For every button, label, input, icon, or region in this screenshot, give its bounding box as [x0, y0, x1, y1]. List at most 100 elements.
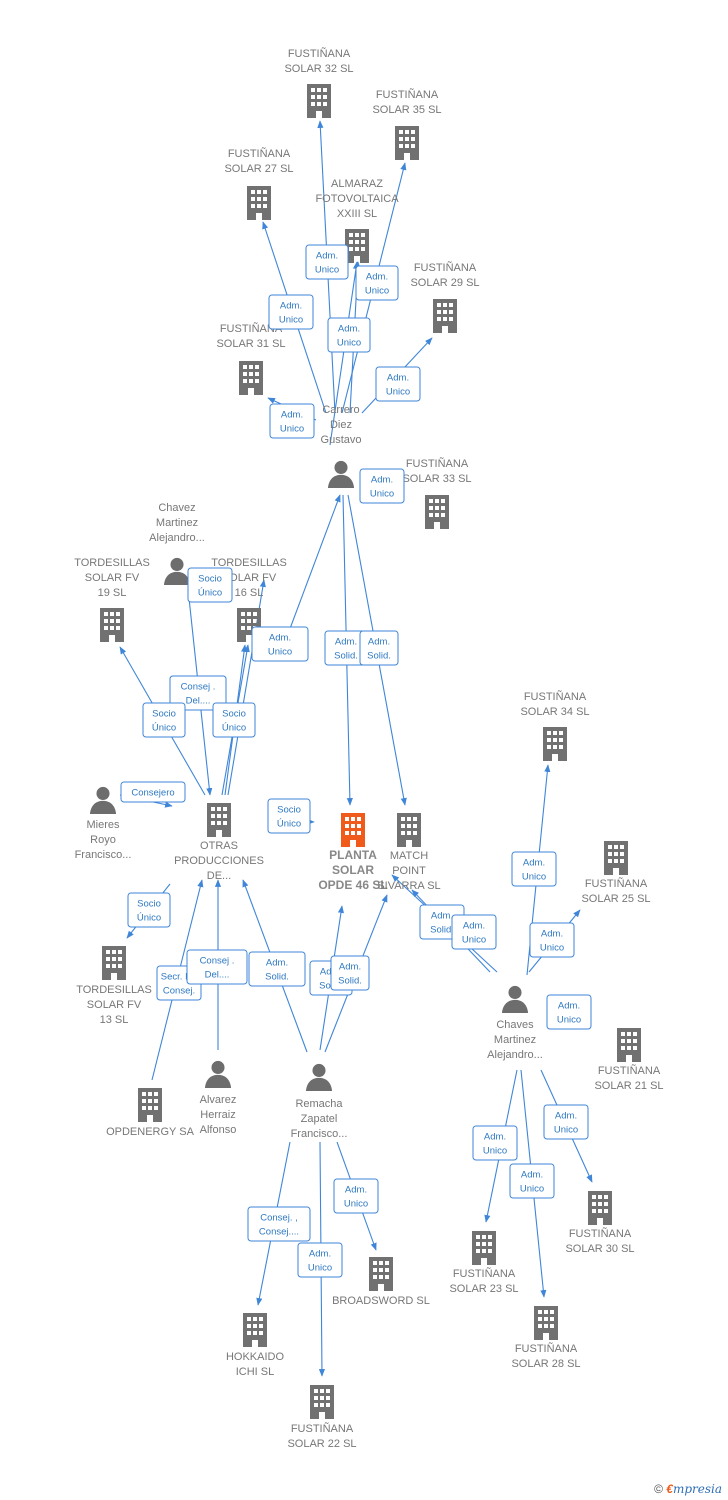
- edge-label-box: [305, 244, 349, 280]
- edge-label-box: [355, 265, 399, 301]
- edge-role-label: Adm.Unico: [511, 851, 557, 887]
- edge-label-text: Adm.Unico: [344, 1185, 368, 1210]
- edge-label-text: Adm.Unico: [280, 410, 304, 435]
- building-icon: [310, 1385, 334, 1419]
- edge-label-box: [529, 922, 575, 958]
- edge-arrow: [281, 494, 341, 651]
- edge-labels-layer: Adm.UnicoAdm.UnicoAdm.UnicoAdm.UnicoAdm.…: [120, 244, 592, 1278]
- person-icon: [327, 460, 355, 488]
- edge-label-box: [511, 851, 557, 887]
- node-label: BROADSWORD SL: [332, 1295, 430, 1307]
- building-icon: [433, 299, 457, 333]
- edge-label-text: Adm.Unico: [308, 1249, 332, 1274]
- edge-label-text: Adm.Unico: [557, 1001, 581, 1026]
- edge-label-box: [251, 626, 309, 662]
- edge-role-label: Adm.Unico: [509, 1163, 555, 1199]
- edge-role-label: Adm.Unico: [375, 366, 421, 402]
- building-icon: [345, 229, 369, 263]
- edge-label-box: [267, 798, 311, 834]
- edge-label-box: [546, 994, 592, 1030]
- building-icon: [397, 813, 421, 847]
- edge-label-box: [186, 949, 248, 985]
- person-icon: [89, 786, 117, 814]
- edge-label-text: Adm.Solid.: [338, 962, 362, 987]
- building-icon: [617, 1028, 641, 1062]
- edge-label-text: Adm.Unico: [462, 921, 486, 946]
- brand-logo-e: €: [666, 1482, 673, 1496]
- edge-label-text: Adm.Unico: [279, 301, 303, 326]
- edge-label-text: Adm.Unico: [554, 1111, 578, 1136]
- edge-label-text: Adm.Unico: [365, 272, 389, 297]
- edge-role-label: Adm.Unico: [305, 244, 349, 280]
- edge-label-text: Adm.Unico: [370, 475, 394, 500]
- building-icon: [588, 1191, 612, 1225]
- brand-logo-text: mpresia: [672, 1482, 722, 1496]
- edge-label-box: [142, 702, 186, 738]
- edge-role-label: Adm.Solid.: [248, 951, 306, 987]
- edge-role-label: Consej. ,Consej....: [247, 1206, 311, 1242]
- company-node[interactable]: BROADSWORD SL: [332, 1257, 430, 1307]
- company-node[interactable]: OPDENERGY SA: [106, 1088, 195, 1138]
- building-icon: [395, 126, 419, 160]
- copyright-symbol: ©: [654, 1482, 663, 1496]
- edge-arrow: [329, 261, 360, 446]
- edge-role-label: Adm.Unico: [355, 265, 399, 301]
- building-icon: [243, 1313, 267, 1347]
- edge-role-label: Adm.Unico: [268, 294, 314, 330]
- edge-role-label: Adm.Unico: [269, 403, 315, 439]
- person-icon: [163, 557, 191, 585]
- edge-label-box: [297, 1242, 343, 1278]
- edge-role-label: Adm.Unico: [451, 914, 497, 950]
- edge-role-label: Adm.Unico: [546, 994, 592, 1030]
- edge-label-text: Consej .Del....: [200, 956, 235, 981]
- edge-label-text: Consej. ,Consej....: [259, 1213, 299, 1238]
- edge-role-label: Adm.Solid.: [324, 630, 368, 666]
- edge-role-label: Adm.Solid.: [359, 630, 399, 666]
- edge-role-label: Adm.Unico: [297, 1242, 343, 1278]
- edge-role-label: Adm.Unico: [327, 317, 371, 353]
- edge-label-box: [248, 951, 306, 987]
- node-label: OPDENERGY SA: [106, 1126, 194, 1138]
